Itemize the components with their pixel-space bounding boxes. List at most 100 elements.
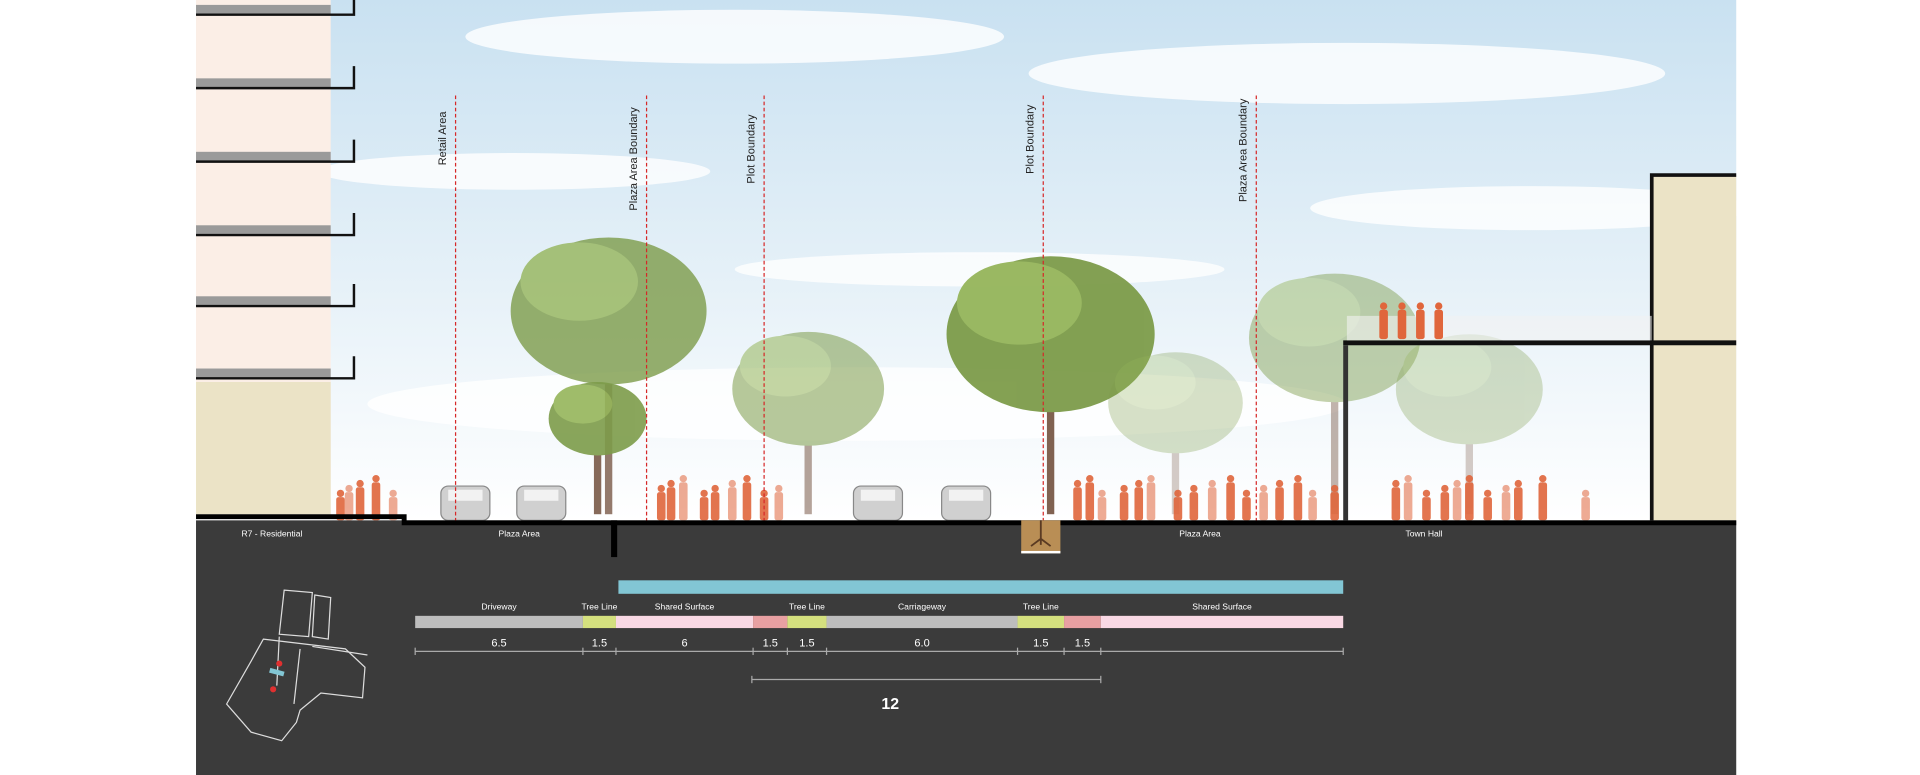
boundary-lines: Retail Area Plaza Area Boundary Plot Bound…: [437, 95, 1257, 537]
person: [1073, 479, 1082, 521]
segment-width: 1.5: [799, 637, 814, 649]
segment-width: 1.5: [1033, 637, 1048, 649]
person: [1391, 479, 1401, 521]
person: [1293, 475, 1303, 521]
tree: [1108, 352, 1243, 515]
segment-bar: [826, 615, 1018, 629]
balcony: [196, 4, 331, 15]
segment-width: 1.5: [763, 637, 778, 649]
person: [1434, 302, 1443, 340]
person: [1397, 302, 1407, 340]
segment-label: Carriageway: [898, 602, 947, 612]
trees: [510, 237, 1543, 515]
person: [1189, 484, 1199, 521]
person: [742, 475, 752, 521]
balcony-rail: [196, 213, 356, 237]
person: [1207, 479, 1217, 521]
car: [440, 485, 491, 521]
segment-bar: [582, 615, 616, 629]
balcony: [196, 225, 331, 236]
person: [699, 489, 709, 521]
tree: [1248, 273, 1421, 515]
balcony: [196, 78, 331, 89]
segment-label: Shared Surface: [1192, 602, 1252, 612]
segment-width: 1.5: [592, 637, 607, 649]
person: [1097, 489, 1107, 521]
person: [774, 484, 784, 521]
segment-bar: [1064, 615, 1101, 629]
boundary-label: Plaza Area Boundary: [628, 107, 640, 211]
residential-building: [196, 0, 356, 515]
tree: [732, 331, 885, 515]
person: [1422, 489, 1431, 521]
segment-bar: [415, 615, 583, 629]
balcony-rail: [196, 139, 356, 163]
people: [336, 302, 1590, 521]
person: [1483, 489, 1492, 521]
balcony-rail: [196, 66, 356, 90]
person: [371, 475, 381, 521]
ground-line: [196, 514, 1737, 526]
person: [1173, 489, 1183, 521]
person: [1452, 479, 1462, 521]
person: [1514, 479, 1523, 521]
zone-label: Town Hall: [1405, 528, 1442, 538]
retaining-wall: [611, 520, 618, 558]
key-plan: [225, 589, 368, 742]
person: [1146, 475, 1156, 521]
segment-bar: [1017, 615, 1065, 629]
balcony: [196, 368, 331, 379]
person: [1538, 475, 1548, 521]
person: [1308, 489, 1317, 521]
car: [852, 485, 904, 521]
person: [1275, 479, 1284, 521]
segment-bar: [615, 615, 754, 629]
tree: [1395, 334, 1543, 515]
segment-label: Tree Line: [1023, 602, 1059, 612]
person: [1134, 479, 1144, 521]
person: [1501, 484, 1511, 521]
segment-label: Tree Line: [789, 602, 825, 612]
balcony-rail: [196, 0, 356, 16]
section-panel: [196, 520, 1737, 775]
person: [1465, 475, 1474, 521]
person: [1119, 484, 1129, 521]
segment-label: Driveway: [481, 602, 517, 612]
person: [344, 484, 354, 521]
person: [1416, 302, 1425, 340]
balcony: [196, 296, 331, 307]
person: [1242, 489, 1251, 521]
boundary-label: Retail Area: [437, 111, 449, 166]
segment-bar: [1100, 615, 1344, 629]
segment-width: 6.5: [491, 637, 506, 649]
segment-width: 6: [681, 637, 687, 649]
boundary-label: Plot Boundary: [745, 114, 757, 184]
segment-width: 1.5: [1075, 637, 1090, 649]
overall-dimension-value: 12: [881, 696, 899, 713]
person: [355, 479, 365, 521]
highlight-bar: [618, 580, 1344, 594]
boundary-label: Plaza Area Boundary: [1237, 98, 1249, 202]
person: [679, 475, 688, 521]
person: [727, 479, 737, 521]
car: [516, 485, 567, 521]
person: [1085, 475, 1095, 521]
segment-label: Tree Line: [582, 602, 618, 612]
segment-label: Shared Surface: [655, 602, 715, 612]
person: [656, 484, 666, 521]
tree-pit: [1021, 520, 1061, 554]
segment-bar: [787, 615, 827, 629]
zone-label: Plaza Area: [499, 528, 541, 538]
person: [1403, 475, 1413, 521]
person: [1259, 484, 1268, 521]
person: [710, 484, 720, 521]
balcony-rail: [196, 284, 356, 308]
person: [1379, 302, 1388, 340]
person: [1226, 475, 1235, 521]
person: [1440, 484, 1450, 521]
segment-width: 6.0: [914, 637, 929, 649]
cars: [440, 485, 992, 521]
balcony-rail: [196, 356, 356, 380]
car: [941, 485, 992, 521]
